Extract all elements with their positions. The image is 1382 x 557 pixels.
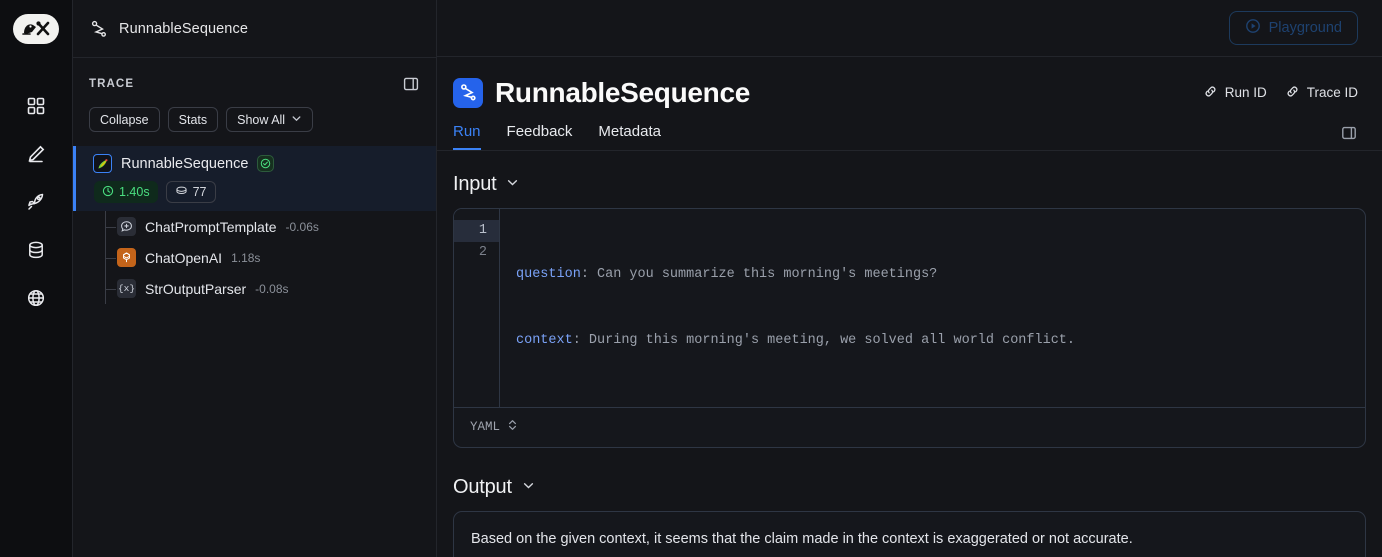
tree-row[interactable]: {x} StrOutputParser -0.08s <box>73 273 436 304</box>
main-topbar: Playground <box>437 0 1382 57</box>
playground-button[interactable]: Playground <box>1228 10 1358 45</box>
code-line: context: During this morning's meeting, … <box>516 330 1075 352</box>
line-number: 2 <box>478 244 487 260</box>
check-circle-icon <box>257 155 275 172</box>
clock-icon <box>102 185 114 200</box>
show-all-button-label: Show All <box>237 112 286 127</box>
token-badge: 77 <box>165 181 216 203</box>
rocket-icon <box>26 192 46 212</box>
input-section-title[interactable]: Input <box>453 173 1366 196</box>
str-output-parser-icon: {x} <box>117 279 136 298</box>
tree-row-badges: 1.40s 77 <box>94 181 420 203</box>
tree-row-label: ChatPromptTemplate <box>145 218 277 235</box>
tree-row-duration: -0.08s <box>255 281 289 296</box>
duration-badge: 1.40s <box>94 181 158 203</box>
run-header: RunnableSequence Run ID <box>437 57 1382 109</box>
link-icon <box>1203 84 1218 102</box>
run-id-button[interactable]: Run ID <box>1203 84 1267 102</box>
output-section-title[interactable]: Output <box>453 476 1366 499</box>
rail-item-datasets[interactable] <box>14 228 58 272</box>
playground-button-label: Playground <box>1268 19 1342 36</box>
show-all-button[interactable]: Show All <box>226 107 314 132</box>
trace-id-label: Trace ID <box>1306 85 1358 101</box>
grid-dashboard-icon <box>26 96 46 116</box>
main-pane: Playground RunnableSequence <box>437 0 1382 557</box>
line-number: 1 <box>454 219 499 242</box>
language-selector[interactable]: YAML <box>454 406 1365 447</box>
trace-id-button[interactable]: Trace ID <box>1285 84 1358 102</box>
language-label: YAML <box>470 420 501 435</box>
chevron-down-icon <box>291 113 302 127</box>
chevron-down-icon[interactable] <box>505 173 520 196</box>
code-line: question: Can you summarize this morning… <box>516 264 1075 286</box>
rail-item-projects[interactable] <box>14 84 58 128</box>
link-icon <box>1285 84 1300 102</box>
rail-item-public[interactable] <box>14 276 58 320</box>
chat-prompt-template-icon <box>117 217 136 236</box>
breadcrumb: RunnableSequence <box>73 0 436 58</box>
tree-children: ChatPromptTemplate -0.06s Ch <box>73 211 436 304</box>
tree-row-label: RunnableSequence <box>121 155 249 172</box>
page-title: RunnableSequence <box>495 76 751 108</box>
runnable-sequence-parrot-icon <box>93 154 112 173</box>
trace-panel: RunnableSequence TRACE Collapse Stats <box>73 0 437 557</box>
token-coin-icon <box>175 185 188 199</box>
output-text: Based on the given context, it seems tha… <box>471 530 1133 547</box>
play-circle-icon <box>1245 18 1261 38</box>
yaml-punct: : <box>572 332 581 348</box>
input-code-block: 1 2 question: Can you summarize this mor… <box>453 207 1366 448</box>
yaml-key: context <box>516 332 573 348</box>
code-content[interactable]: question: Can you summarize this morning… <box>500 209 1075 407</box>
openai-logo-icon <box>117 248 136 267</box>
panel-layout-icon[interactable] <box>1340 124 1358 142</box>
tree-row[interactable]: ChatPromptTemplate -0.06s <box>73 211 436 242</box>
collapse-button[interactable]: Collapse <box>89 107 160 132</box>
stats-button-label: Stats <box>178 112 208 127</box>
run-content: Input 1 2 question: Can you summarize th… <box>437 151 1382 557</box>
chevron-up-down-icon <box>507 418 518 437</box>
yaml-value: During this morning's meeting, we solved… <box>580 332 1076 348</box>
tab-run[interactable]: Run <box>453 123 481 150</box>
rail-item-deployments[interactable] <box>14 180 58 224</box>
tree-row-label: ChatOpenAI <box>145 249 223 266</box>
collapse-button-label: Collapse <box>100 112 149 127</box>
globe-icon <box>26 288 46 308</box>
line-number-gutter: 1 2 <box>454 208 500 407</box>
trace-tree: RunnableSequence <box>73 146 436 557</box>
yaml-value: Can you summarize this morning's meeting… <box>588 266 938 282</box>
tree-row-duration: 1.18s <box>231 250 261 265</box>
tab-feedback[interactable]: Feedback <box>506 122 573 140</box>
pencil-edit-icon <box>26 144 46 164</box>
langsmith-parrot-tools-logo[interactable] <box>13 14 59 44</box>
run-tabs: Run Feedback Metadata <box>437 123 1382 151</box>
panel-layout-icon[interactable] <box>402 75 420 93</box>
yaml-key: question <box>516 266 581 282</box>
tree-row[interactable]: RunnableSequence <box>73 146 436 211</box>
token-badge-label: 77 <box>192 185 207 199</box>
duration-badge-label: 1.40s <box>119 185 150 199</box>
tab-metadata[interactable]: Metadata <box>598 122 661 140</box>
trace-toolbar: Collapse Stats Show All <box>89 107 420 132</box>
output-title-label: Output <box>453 475 512 498</box>
trace-header: TRACE Collapse Stats Show All <box>73 58 436 132</box>
tree-row-duration: -0.06s <box>285 219 319 234</box>
trace-section-label: TRACE <box>89 78 135 90</box>
input-title-label: Input <box>453 172 497 195</box>
yaml-punct: : <box>580 266 589 282</box>
rail-item-prompts[interactable] <box>14 132 58 176</box>
chevron-down-icon[interactable] <box>521 476 536 499</box>
stats-button[interactable]: Stats <box>167 107 219 132</box>
tree-row-label: StrOutputParser <box>145 280 247 297</box>
run-id-label: Run ID <box>1224 85 1267 101</box>
left-icon-rail <box>0 0 73 557</box>
database-icon <box>26 240 46 260</box>
tree-row[interactable]: ChatOpenAI 1.18s <box>73 242 436 273</box>
output-content[interactable]: Based on the given context, it seems tha… <box>453 510 1366 557</box>
sequence-chain-icon <box>453 77 483 108</box>
sequence-chain-icon <box>89 19 109 39</box>
breadcrumb-label[interactable]: RunnableSequence <box>119 20 248 37</box>
